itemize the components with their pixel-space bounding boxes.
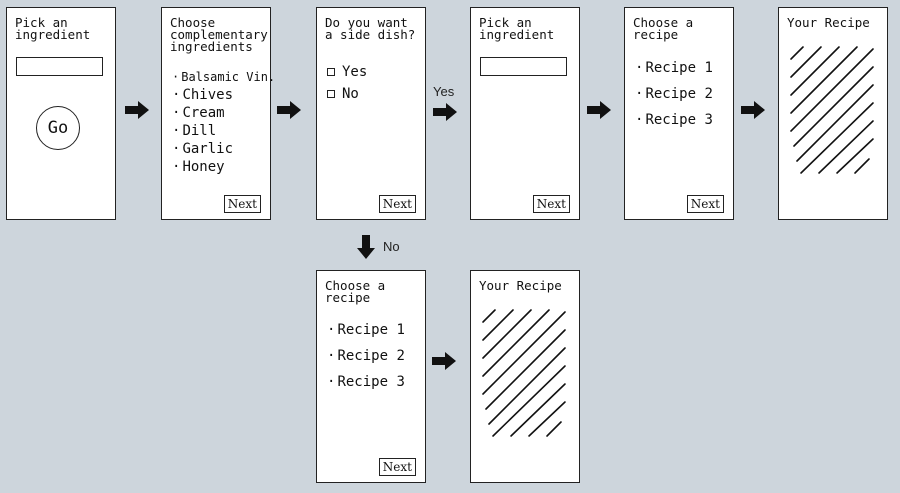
- recipe-content-placeholder: [790, 46, 874, 174]
- recipe-item[interactable]: Recipe 1: [635, 55, 712, 81]
- screen-choose-recipe-no-side: Choose a recipe Recipe 1 Recipe 2 Recipe…: [316, 270, 426, 483]
- next-button[interactable]: Next: [378, 195, 416, 213]
- option-label: No: [342, 86, 359, 102]
- screen-title: Pick an ingredient: [15, 15, 91, 42]
- screen-title: Pick an ingredient: [479, 15, 555, 42]
- recipe-list: Recipe 1 Recipe 2 Recipe 3: [635, 55, 712, 133]
- flow-arrow-right-icon: [587, 101, 611, 119]
- flow-arrow-right-icon: [277, 101, 301, 119]
- screen-title: Do you want a side dish?: [325, 15, 416, 42]
- ingredient-list: Balsamic Vin. Chives Cream Dill Garlic H…: [172, 68, 275, 176]
- screen-pick-ingredient: Pick an ingredient Go: [6, 7, 116, 220]
- screen-title: Choose complementary ingredients: [170, 15, 268, 54]
- screen-side-dish-question: Do you want a side dish? Yes No Next: [316, 7, 426, 220]
- recipe-item[interactable]: Recipe 1: [327, 317, 404, 343]
- screen-your-recipe: Your Recipe: [778, 7, 888, 220]
- checkbox-icon[interactable]: [327, 90, 335, 98]
- screen-title: Choose a recipe: [633, 15, 694, 42]
- recipe-item[interactable]: Recipe 3: [635, 107, 712, 133]
- next-button[interactable]: Next: [686, 195, 724, 213]
- screen-pick-side-ingredient: Pick an ingredient Next: [470, 7, 580, 220]
- ingredient-item[interactable]: Honey: [172, 158, 275, 176]
- option-label: Yes: [342, 64, 368, 80]
- ingredient-item[interactable]: Garlic: [172, 140, 275, 158]
- option-yes[interactable]: Yes: [327, 61, 367, 83]
- recipe-item[interactable]: Recipe 2: [327, 343, 404, 369]
- ingredient-item[interactable]: Cream: [172, 104, 275, 122]
- flow-arrow-down-icon: [357, 235, 375, 259]
- ingredient-item[interactable]: Balsamic Vin.: [172, 68, 275, 86]
- screen-choose-recipe: Choose a recipe Recipe 1 Recipe 2 Recipe…: [624, 7, 734, 220]
- screen-title: Choose a recipe: [325, 278, 386, 305]
- ingredient-item[interactable]: Dill: [172, 122, 275, 140]
- flow-arrow-right-icon: [433, 103, 457, 121]
- branch-label-yes: Yes: [433, 84, 455, 99]
- side-dish-options: Yes No: [327, 61, 367, 105]
- recipe-list: Recipe 1 Recipe 2 Recipe 3: [327, 317, 404, 395]
- next-button[interactable]: Next: [223, 195, 261, 213]
- next-button[interactable]: Next: [378, 458, 416, 476]
- screen-title: Your Recipe: [479, 278, 562, 293]
- option-no[interactable]: No: [327, 83, 367, 105]
- recipe-item[interactable]: Recipe 2: [635, 81, 712, 107]
- branch-label-no: No: [383, 239, 400, 254]
- ingredient-input[interactable]: [16, 57, 103, 76]
- recipe-content-placeholder: [482, 309, 566, 437]
- ingredient-input[interactable]: [480, 57, 567, 76]
- flow-arrow-right-icon: [125, 101, 149, 119]
- flow-arrow-right-icon: [741, 101, 765, 119]
- recipe-item[interactable]: Recipe 3: [327, 369, 404, 395]
- screen-title: Your Recipe: [787, 15, 870, 30]
- screen-your-recipe-no-side: Your Recipe: [470, 270, 580, 483]
- go-button[interactable]: Go: [36, 106, 80, 150]
- next-button[interactable]: Next: [532, 195, 570, 213]
- ingredient-item[interactable]: Chives: [172, 86, 275, 104]
- checkbox-icon[interactable]: [327, 68, 335, 76]
- go-button-label: Go: [47, 118, 69, 138]
- screen-complementary-ingredients: Choose complementary ingredients Balsami…: [161, 7, 275, 220]
- flow-arrow-right-icon: [432, 352, 456, 370]
